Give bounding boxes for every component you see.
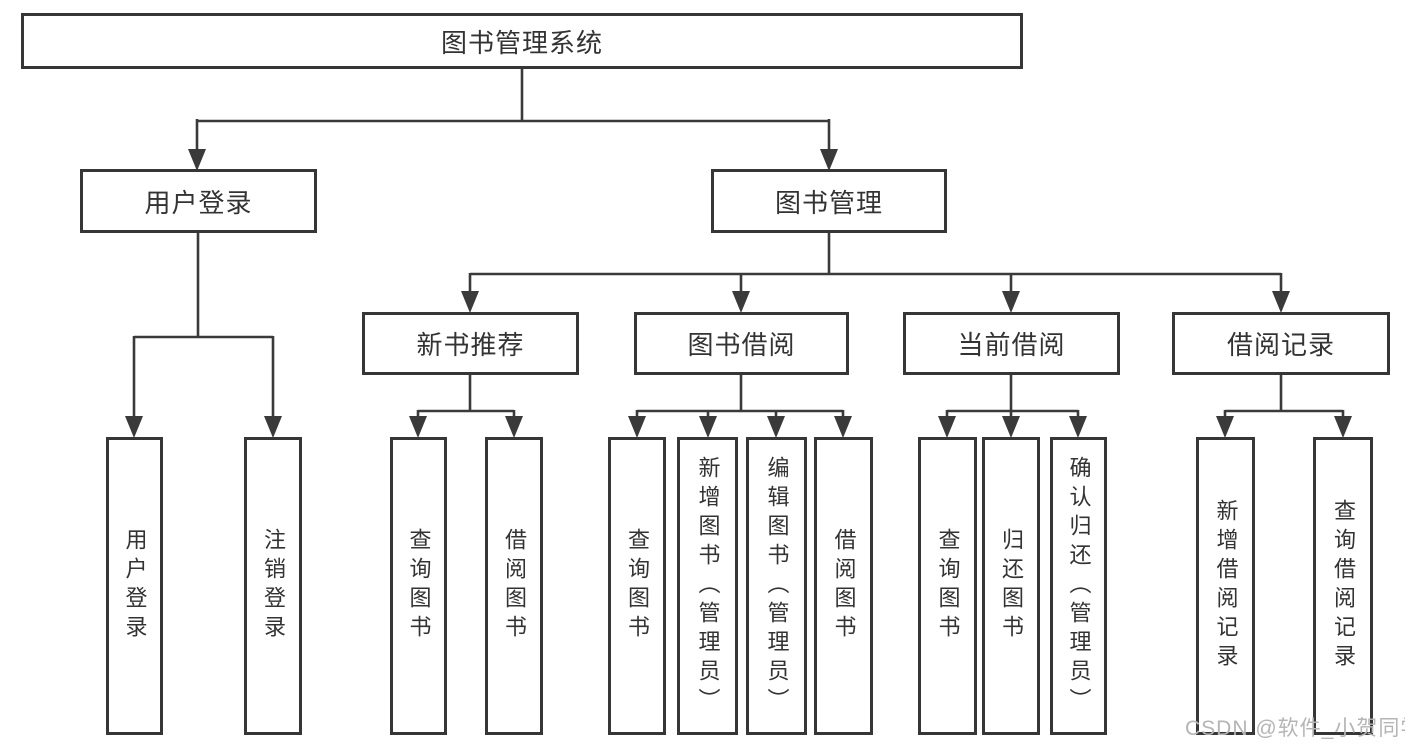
node-book-borrowing: 图书借阅: [634, 312, 849, 375]
node-label: 新书推荐: [416, 330, 525, 360]
node-label: 借阅图书: [502, 528, 527, 644]
leaf-borrow-books-borrowing: 借阅图书: [814, 437, 873, 735]
node-label: 用户登录: [122, 528, 148, 644]
leaf-logout: 注销登录: [244, 437, 302, 735]
node-label: 新增图书（管理员）: [695, 455, 721, 717]
edge-bookmgmt-to-level3: [468, 233, 1283, 293]
node-label: 注销登录: [261, 528, 286, 644]
leaf-query-books-recommend: 查询图书: [390, 437, 447, 735]
edge-newbook-to-leaves: [416, 375, 516, 420]
node-label: 借阅图书: [831, 528, 857, 644]
node-book-management: 图书管理: [711, 169, 947, 233]
leaf-confirm-return-admin: 确认归还（管理员）: [1050, 437, 1107, 735]
node-current-borrowing: 当前借阅: [903, 312, 1120, 375]
node-label: 当前借阅: [957, 330, 1066, 360]
node-label: 借阅记录: [1226, 330, 1335, 360]
leaf-query-books-current: 查询图书: [918, 437, 977, 735]
node-library-management-system: 图书管理系统: [21, 13, 1023, 69]
arrowheads: [125, 149, 1352, 438]
edge-borrowing-to-leaves: [635, 375, 845, 420]
node-label: 归还图书: [999, 528, 1024, 644]
leaf-add-book-admin: 新增图书（管理员）: [677, 437, 738, 735]
leaf-return-book: 归还图书: [982, 437, 1040, 735]
leaf-add-borrow-record: 新增借阅记录: [1196, 437, 1255, 735]
leaf-query-borrow-record: 查询借阅记录: [1313, 437, 1373, 735]
watermark: CSDN @软件_小贺同学: [1185, 717, 1405, 740]
node-label: 确认归还（管理员）: [1066, 455, 1092, 717]
node-label: 新增借阅记录: [1213, 499, 1239, 673]
node-borrowing-records: 借阅记录: [1172, 312, 1390, 375]
node-label: 查询图书: [625, 528, 650, 644]
node-label: 图书借阅: [687, 330, 796, 360]
node-new-book-recommendation: 新书推荐: [362, 312, 579, 375]
leaf-user-login: 用户登录: [106, 437, 163, 735]
node-label: 查询借阅记录: [1331, 499, 1356, 673]
node-user-login: 用户登录: [80, 169, 317, 233]
node-label: 用户登录: [144, 187, 253, 218]
leaf-edit-book-admin: 编辑图书（管理员）: [746, 437, 807, 735]
edge-records-to-leaves: [1223, 375, 1345, 420]
edge-root-to-level2: [195, 66, 831, 152]
leaf-query-books-borrowing: 查询图书: [608, 437, 666, 735]
node-label: 编辑图书（管理员）: [764, 455, 790, 717]
node-label: 图书管理: [774, 187, 883, 218]
edge-current-to-leaves: [945, 375, 1080, 420]
node-label: 图书管理系统: [440, 27, 603, 58]
node-label: 查询图书: [406, 528, 432, 644]
leaf-borrow-books-recommend: 借阅图书: [485, 437, 543, 735]
node-label: 查询图书: [935, 528, 961, 644]
edge-userlogin-to-leaves: [132, 233, 275, 418]
